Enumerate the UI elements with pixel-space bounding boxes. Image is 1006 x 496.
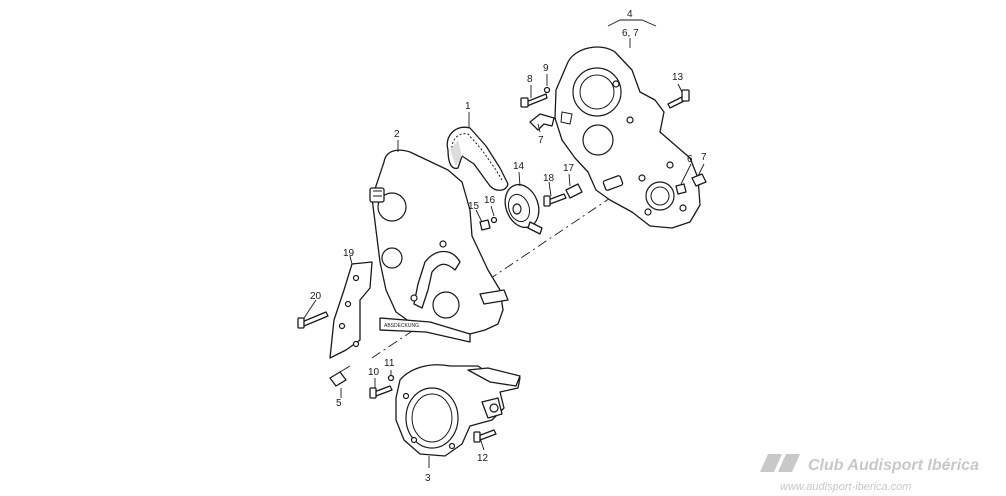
clip-7-top <box>529 113 555 131</box>
callout-14: 14 <box>513 161 525 172</box>
rear-cover-plate <box>554 46 701 229</box>
upper-timing-cover: ABSDECKUNG <box>369 149 509 343</box>
lower-timing-cover <box>395 364 521 457</box>
callout-20: 20 <box>310 291 322 302</box>
bolt-13 <box>667 89 690 109</box>
washer-9 <box>543 86 551 94</box>
center-axis-line <box>371 177 641 359</box>
callout-19: 19 <box>343 248 355 259</box>
callout-4-sub: 6, 7 <box>622 28 639 39</box>
bolt-20 <box>297 311 329 329</box>
cover-stamp-text: ABSDECKUNG <box>384 323 419 329</box>
callout-4: 4 <box>627 9 633 20</box>
club-watermark: Club Audisport Ibérica www.audisport-ibe… <box>760 454 979 493</box>
callout-13: 13 <box>672 72 684 83</box>
stud-17 <box>565 183 583 199</box>
callout-7-top: 7 <box>538 135 544 146</box>
watermark-title: Club Audisport Ibérica <box>808 457 979 474</box>
washer-16 <box>490 216 498 224</box>
clip-5 <box>329 365 351 387</box>
side-bracket <box>329 261 373 359</box>
callout-18: 18 <box>543 173 555 184</box>
callout-3: 3 <box>425 473 431 484</box>
callout-8: 8 <box>527 74 533 85</box>
bolt-8 <box>520 93 548 108</box>
nut-15 <box>479 219 491 231</box>
leader-lines <box>303 19 705 468</box>
club-logo-icon <box>760 454 800 472</box>
callout-10: 10 <box>368 367 380 378</box>
nut-6 <box>675 183 687 195</box>
callout-5: 5 <box>336 398 342 409</box>
callout-7-right: 7 <box>701 152 707 163</box>
washer-11 <box>387 374 395 382</box>
tensioner-pulley <box>504 183 543 235</box>
callout-15: 15 <box>468 201 480 212</box>
timing-belt <box>446 126 509 191</box>
callout-2: 2 <box>394 129 400 140</box>
bolt-12 <box>473 429 497 443</box>
bolt-18 <box>543 193 567 207</box>
callout-6: 6 <box>687 154 693 165</box>
callout-17: 17 <box>563 163 575 174</box>
bolt-10 <box>369 385 393 399</box>
callout-12: 12 <box>477 453 489 464</box>
callout-16: 16 <box>484 195 496 206</box>
callout-11: 11 <box>384 358 395 369</box>
callout-1: 1 <box>465 101 471 112</box>
watermark-url: www.audisport-iberica.com <box>780 481 911 493</box>
callout-9: 9 <box>543 63 549 74</box>
